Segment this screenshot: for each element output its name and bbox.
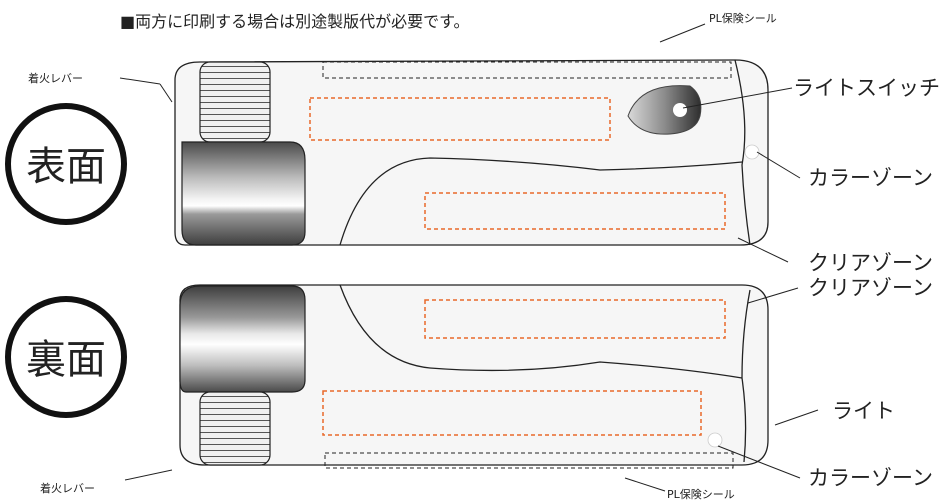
back-side-label: 裏面 (26, 337, 106, 383)
back-print-area-upper (424, 299, 726, 339)
ignition-lever-label-top: 着火レバー (28, 71, 83, 85)
light-label: ライト (832, 399, 895, 423)
front-pl-seal-area (322, 61, 732, 79)
back-clear-zone-curve (339, 284, 743, 379)
light-switch-label: ライトスイッチ (793, 76, 940, 100)
back-right-cap-line (741, 289, 751, 463)
back-lighter (179, 284, 769, 469)
front-metal-hood (181, 141, 306, 246)
pl-seal-label-top: PL保険シール (709, 11, 777, 25)
front-right-cap-line (734, 59, 751, 246)
front-ignition-wheel (199, 61, 271, 143)
back-pl-seal-area (324, 452, 734, 469)
back-ignition-wheel (199, 391, 271, 466)
front-light-switch (627, 85, 702, 135)
clear-zone-label-2: クリアゾーン (808, 276, 933, 300)
pl-seal-label-bottom: PL保険シール (667, 487, 735, 501)
back-print-area-lower (322, 390, 702, 436)
front-print-area-lower (424, 192, 726, 230)
clear-zone-label-1: クリアゾーン (808, 251, 933, 275)
back-side-badge: 裏面 (5, 296, 127, 418)
front-body (174, 59, 769, 246)
color-zone-label-top: カラーゾーン (808, 166, 933, 190)
back-color-zone-dot (707, 432, 723, 448)
front-clear-zone-curve (339, 157, 743, 246)
back-body (179, 284, 769, 466)
front-print-area-upper (309, 97, 611, 141)
ignition-lever-label-bottom: 着火レバー (40, 481, 95, 495)
color-zone-label-bottom: カラーゾーン (808, 466, 933, 490)
front-switch-dot (673, 103, 687, 117)
front-lighter (174, 59, 769, 246)
front-side-badge: 表面 (5, 103, 127, 225)
back-metal-hood (179, 285, 306, 393)
front-side-label: 表面 (26, 144, 106, 190)
double-side-print-note: ■両方に印刷する場合は別途製版代が必要です。 (120, 12, 470, 31)
front-color-zone-dot (744, 144, 760, 160)
